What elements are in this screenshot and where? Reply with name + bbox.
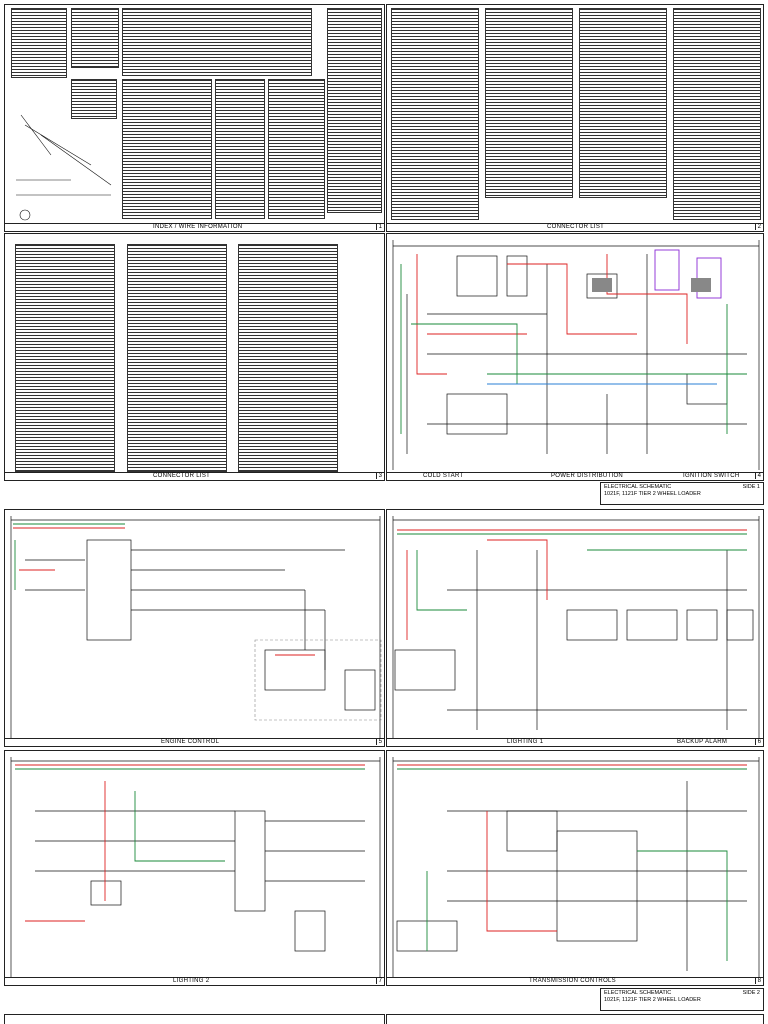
panel-6-number: 6 — [754, 739, 763, 745]
panel-1-label: INDEX / WIRE INFORMATION — [153, 224, 243, 230]
panel-8-label: TRANSMISSION CONTROLS — [529, 978, 616, 984]
panel-2-label: CONNECTOR LIST — [547, 224, 605, 230]
connector-table-5 — [15, 244, 115, 472]
schematic-power-distribution — [392, 240, 760, 470]
circuit-table-small — [71, 79, 117, 119]
panel-4-number: 4 — [754, 473, 763, 479]
panel-1-number: 1 — [375, 224, 384, 230]
schematic-engine-control — [10, 516, 382, 738]
wire-table-d — [327, 8, 382, 213]
panel-engine-control: ENGINE CONTROL 5 — [4, 509, 385, 747]
panel-connector-list-1: CONNECTOR LIST 2 — [386, 4, 764, 232]
panel-lighting-2: LIGHTING 2 7 — [4, 750, 385, 986]
connector-table-6 — [127, 244, 227, 472]
color-abbreviations-table — [71, 8, 119, 68]
title-block-side-2: ELECTRICAL SCHEMATIC 1021F, 1121F TIER 2… — [600, 988, 764, 1011]
connector-table-3 — [579, 8, 667, 198]
panel-8-number: 8 — [754, 978, 763, 984]
panel-7-number: 7 — [375, 978, 384, 984]
panel-4-label-power-distribution: POWER DISTRIBUTION — [551, 473, 624, 479]
splice-connection-table — [122, 8, 312, 76]
wire-table-c — [268, 79, 325, 219]
title-block-1-side: SIDE 1 — [742, 484, 760, 490]
wire-legend-diagram — [16, 114, 112, 221]
panel-index-wire-information: INDEX / WIRE INFORMATION 1 — [4, 4, 385, 232]
connector-table-1 — [391, 8, 479, 220]
connector-table-7 — [238, 244, 338, 472]
schematic-lighting-2 — [10, 757, 381, 977]
panel-2-number: 2 — [754, 224, 763, 230]
schematic-lighting-1 — [392, 516, 760, 738]
panel-4-label-ignition-switch: IGNITION SWITCH — [683, 473, 740, 479]
connector-table-4 — [673, 8, 761, 220]
panel-connector-list-2: CONNECTOR LIST 3 — [4, 233, 385, 481]
wire-size-table — [11, 8, 67, 78]
panel-lighting-1: LIGHTING 1 BACKUP ALARM 6 — [386, 509, 764, 747]
panel-5-number: 5 — [375, 739, 384, 745]
panel-transmission-controls: TRANSMISSION CONTROLS 8 — [386, 750, 764, 986]
next-sheet-strip-right — [386, 1014, 764, 1024]
title-block-2-side: SIDE 2 — [742, 990, 760, 996]
wire-table-a — [122, 79, 212, 219]
panel-6-label-lighting-1: LIGHTING 1 — [507, 739, 544, 745]
panel-3-number: 3 — [375, 473, 384, 479]
title-block-2-title: ELECTRICAL SCHEMATIC — [604, 990, 672, 996]
title-block-1-title: ELECTRICAL SCHEMATIC — [604, 484, 672, 490]
panel-7-label: LIGHTING 2 — [173, 978, 210, 984]
schematic-transmission-controls — [392, 757, 760, 977]
panel-3-label: CONNECTOR LIST — [153, 473, 211, 479]
panel-4-label-cold-start: COLD START — [423, 473, 464, 479]
panel-5-label: ENGINE CONTROL — [161, 739, 220, 745]
panel-power-distribution: COLD START POWER DISTRIBUTION IGNITION S… — [386, 233, 764, 481]
wire-table-b — [215, 79, 265, 219]
next-sheet-strip-left — [4, 1014, 385, 1024]
title-block-2-model: 1021F, 1121F TIER 2 WHEEL LOADER — [604, 997, 701, 1003]
panel-6-label-backup-alarm: BACKUP ALARM — [677, 739, 728, 745]
title-block-side-1: ELECTRICAL SCHEMATIC 1021F, 1121F TIER 2… — [600, 482, 764, 505]
title-block-1-model: 1021F, 1121F TIER 2 WHEEL LOADER — [604, 491, 701, 497]
connector-table-2 — [485, 8, 573, 198]
